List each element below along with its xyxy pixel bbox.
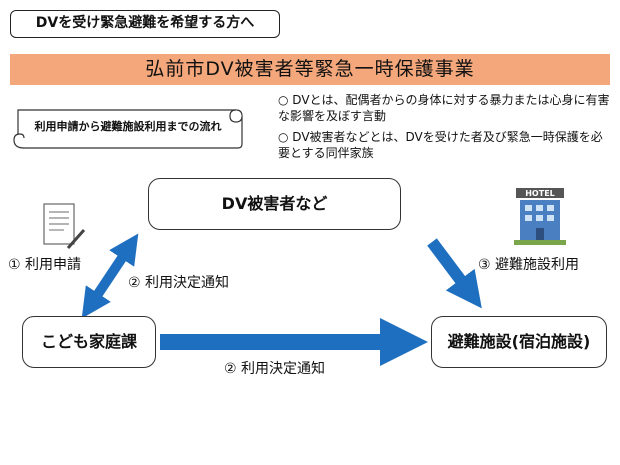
project-title-banner: 弘前市DV被害者等緊急一時保護事業 (10, 54, 610, 85)
hotel-sign-text: HOTEL (525, 189, 555, 198)
node-kodomo-katei-ka: こども家庭課 (22, 316, 156, 368)
hotel-sign (516, 188, 564, 198)
hotel-building-icon: HOTEL (514, 188, 566, 245)
audience-tag: DVを受け緊急避難を希望する方へ (10, 10, 280, 38)
note-victim-definition: ○ DV被害者などとは、DVを受けた者及び緊急一時保護を必要とする同伴家族 (278, 130, 603, 160)
scroll-shape (13, 109, 243, 149)
edge-label-use-shelter: ③ 避難施設利用 (478, 257, 580, 273)
arrow-apply-notify (81, 233, 139, 319)
definition-notes: ○ DVとは、配偶者からの身体に対する暴力または心身に有害な影響を及ぼす言動 ○… (278, 92, 614, 166)
note-dv-definition: ○ DVとは、配偶者からの身体に対する暴力または心身に有害な影響を及ぼす言動 (278, 93, 610, 123)
edge-label-notify-victim: ② 利用決定通知 (128, 275, 230, 291)
node-victim: DV被害者など (148, 178, 401, 230)
edge-label-notify-shelter: ② 利用決定通知 (224, 361, 326, 377)
edge-label-apply: ① 利用申請 (8, 257, 82, 273)
node-shelter: 避難施設(宿泊施設) (431, 316, 607, 368)
flow-scroll-banner: 利用申請から避難施設利用までの流れ (10, 104, 246, 150)
arrow-use-shelter (427, 238, 482, 309)
flow-label: 利用申請から避難施設利用までの流れ (34, 120, 222, 133)
document-pen-icon (43, 203, 86, 249)
